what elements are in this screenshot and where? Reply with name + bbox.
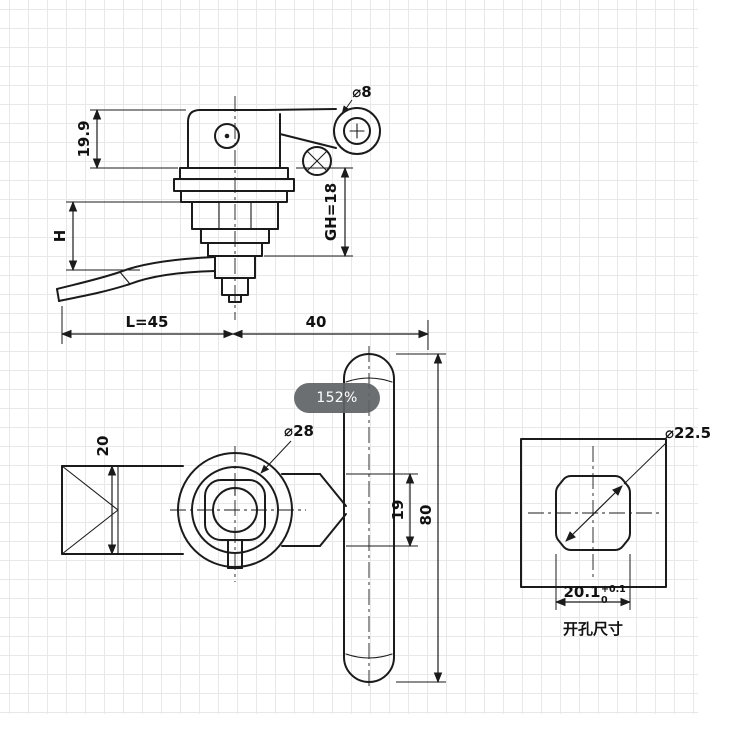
zoom-indicator-label: 152% xyxy=(316,390,358,406)
dim-flat-tol-lower: 0 xyxy=(601,595,608,606)
cutout-caption: 开孔尺寸 xyxy=(563,620,623,638)
cutout-view xyxy=(520,438,667,588)
flange-stack xyxy=(173,167,295,203)
handle-neck xyxy=(281,473,347,547)
zoom-indicator: 152% xyxy=(294,383,380,413)
dim-boss-dia28-label: ⌀28 xyxy=(284,422,314,440)
dim-head-height-label: 19.9 xyxy=(75,120,93,157)
dim-cutout-dia-label: ⌀22.5 xyxy=(665,424,711,442)
grid-background xyxy=(0,0,698,714)
screw-head xyxy=(302,146,332,176)
latch-head-outline xyxy=(187,109,267,169)
pawl-side xyxy=(56,256,216,302)
front-view xyxy=(61,346,395,690)
dim-flat-tol-upper: +0.1 xyxy=(601,584,626,595)
dim-flat-width-label: 20.1 xyxy=(563,583,600,601)
dim-grip-height-label: GH=18 xyxy=(322,183,340,241)
head-pivot-center xyxy=(224,133,230,139)
dim-pawl-20-label: 20 xyxy=(94,436,112,457)
lock-boss xyxy=(177,452,293,569)
lever-boss-outer xyxy=(333,107,381,155)
cutout-hole xyxy=(555,475,631,551)
side-view-dimensions: 19.9 H GH=18 ⌀8 xyxy=(51,83,372,272)
lever-bottom-edge xyxy=(279,133,337,149)
side-view xyxy=(56,96,381,320)
t-handle xyxy=(343,353,395,683)
cutout-dimensions: ⌀22.5 20.1 +0.1 0 开孔尺寸 xyxy=(554,424,711,638)
dim-h-label: H xyxy=(51,230,69,243)
dim-l45-label: L=45 xyxy=(125,313,168,331)
pawl-front xyxy=(61,465,184,555)
lever-boss-hole xyxy=(343,117,371,145)
head-pivot-hole xyxy=(214,123,240,149)
dim-40-label: 40 xyxy=(306,313,327,331)
panel-outline xyxy=(520,438,667,588)
width-dimension-row: L=45 40 xyxy=(60,306,430,350)
front-view-dimensions: 20 ⌀28 19 80 xyxy=(94,352,446,684)
lever-top-edge xyxy=(265,108,337,111)
dim-neck-19-label: 19 xyxy=(389,500,407,521)
body-stack xyxy=(191,201,279,303)
dim-hole-dia8-label: ⌀8 xyxy=(352,83,371,101)
dim-handle-80-label: 80 xyxy=(417,505,435,526)
